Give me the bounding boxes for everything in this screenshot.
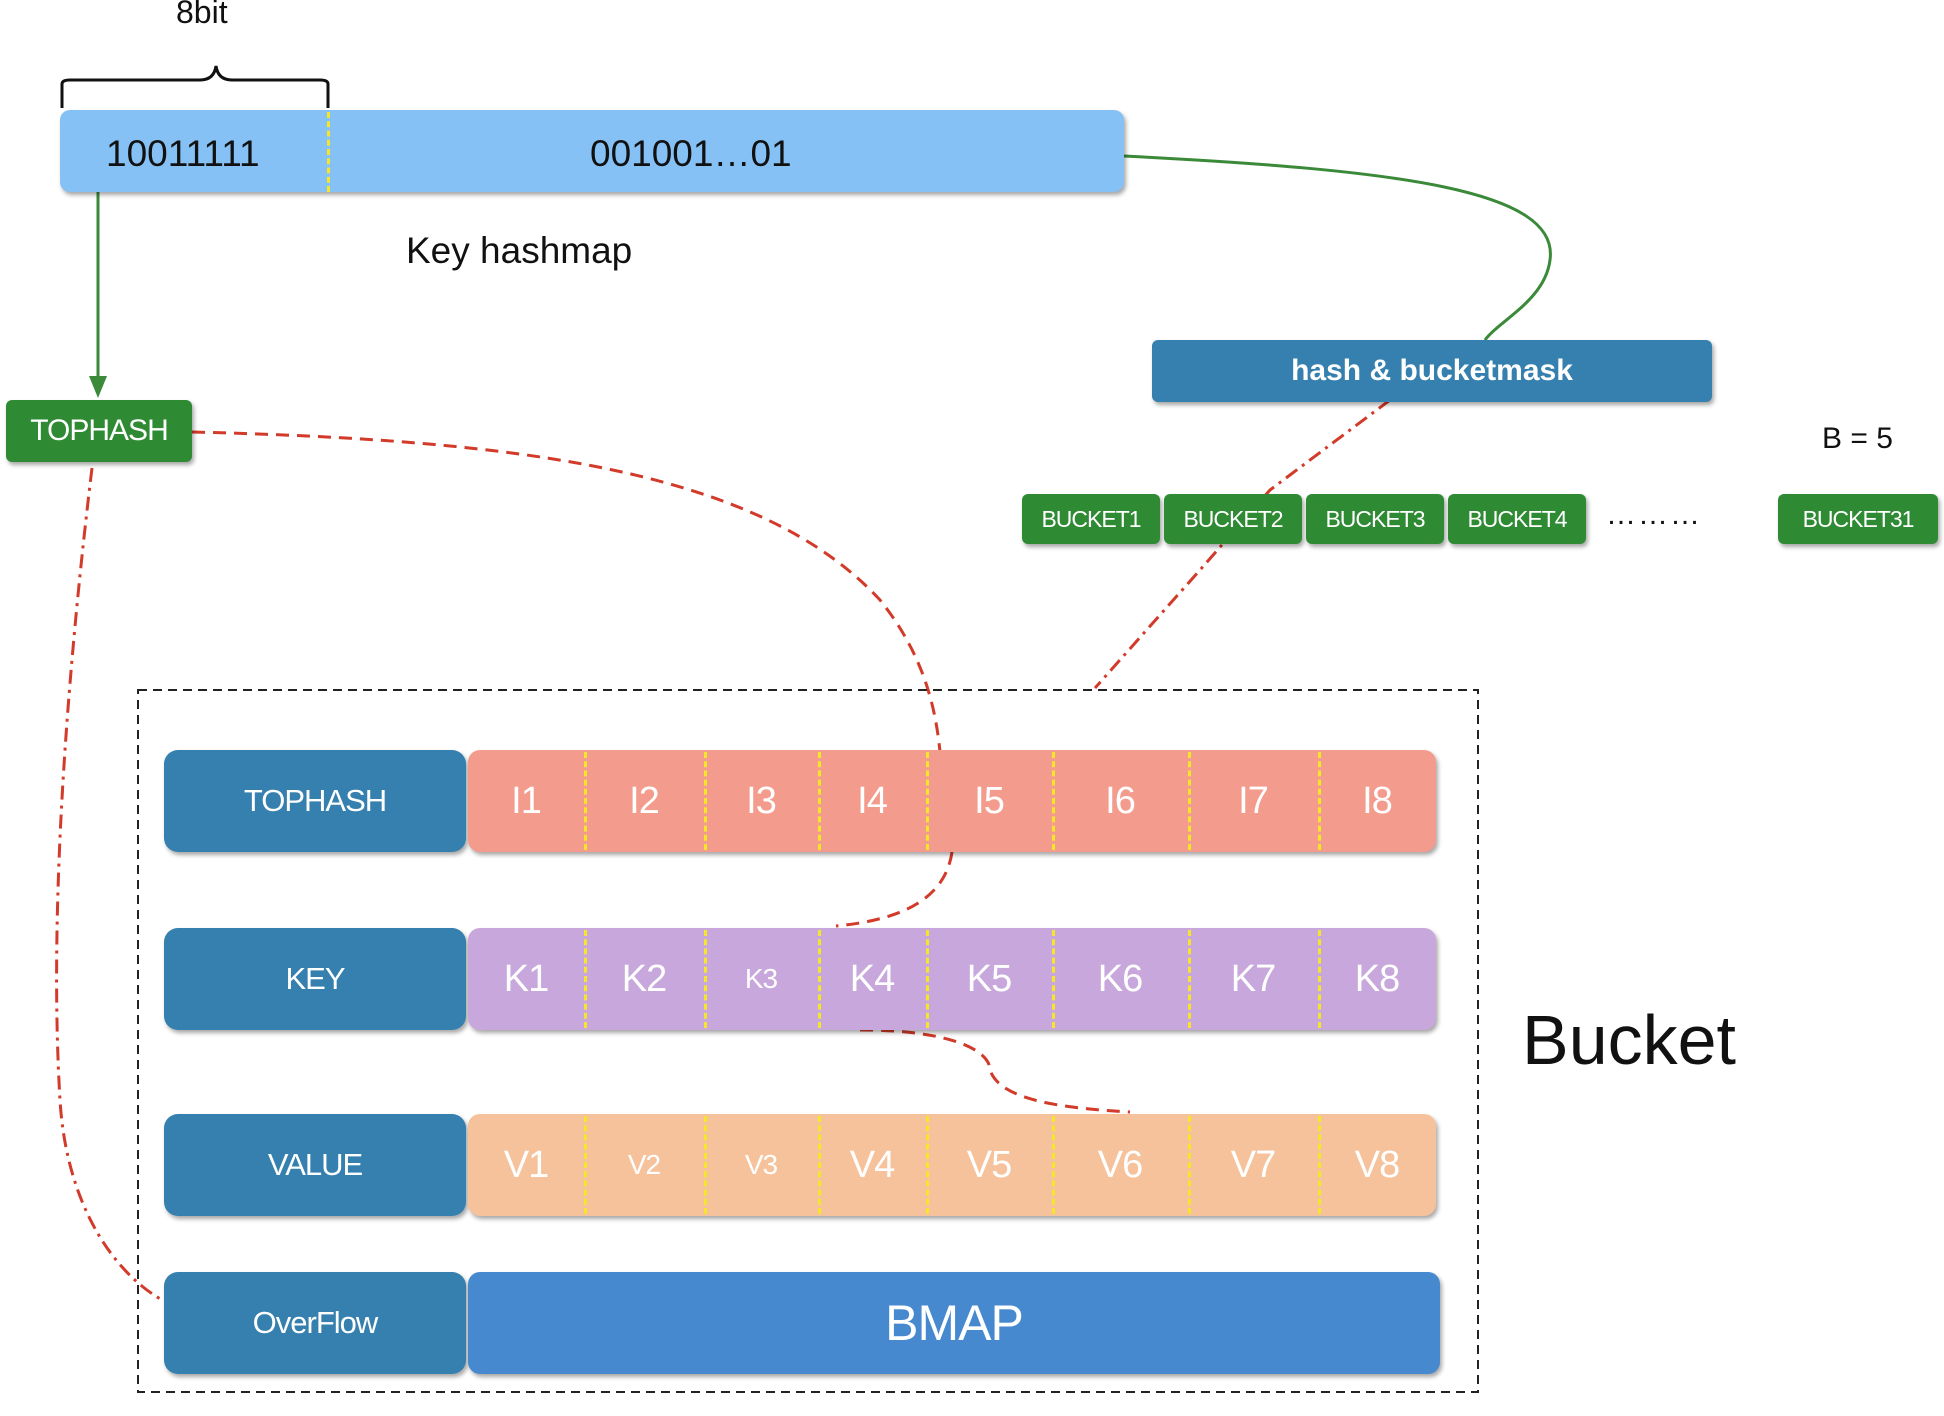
hash-bar-divider	[327, 112, 330, 192]
tophash-divider-7	[1318, 752, 1321, 850]
tophash-slot-4: I4	[857, 779, 888, 822]
hash-top-bits: 10011111	[106, 133, 260, 174]
key-slot-7: K7	[1230, 957, 1276, 1000]
tophash-divider-6	[1188, 752, 1191, 850]
row-label-tophash: TOPHASH	[164, 750, 466, 852]
key-slots	[468, 928, 1436, 1030]
value-slot-5: V5	[966, 1143, 1012, 1186]
key-slot-3: K3	[744, 963, 778, 994]
tophash-to-slot-link	[191, 430, 942, 753]
key-slot-5: K5	[966, 957, 1012, 1000]
tophash-divider-3	[818, 752, 821, 850]
row-label-overflow: OverFlow	[164, 1272, 466, 1374]
bucket-ellipsis: ………	[1606, 498, 1702, 531]
value-divider-2	[704, 1116, 707, 1214]
value-divider-3	[818, 1116, 821, 1214]
bucket-1: BUCKET1	[1022, 494, 1160, 544]
tophash-arrowhead	[89, 376, 107, 398]
bit-brace	[60, 65, 330, 108]
key-slot-2: K2	[621, 957, 667, 1000]
hash-bar	[60, 110, 1124, 192]
tophash-slot-1: I1	[511, 779, 542, 822]
value-divider-4	[926, 1116, 929, 1214]
value-slot-4: V4	[849, 1143, 895, 1186]
key-divider-3	[818, 930, 821, 1028]
key-divider-2	[704, 930, 707, 1028]
bit-width-label: 8bit	[176, 0, 228, 30]
value-slot-7: V7	[1230, 1143, 1276, 1186]
key-divider-7	[1318, 930, 1321, 1028]
tophash-slot-3: I3	[746, 779, 777, 822]
key-divider-6	[1188, 930, 1191, 1028]
bucket-2: BUCKET2	[1164, 494, 1302, 544]
slot-to-key-link	[835, 851, 954, 928]
hash-bar-caption: Key hashmap	[406, 230, 633, 271]
key-divider-1	[584, 930, 587, 1028]
hash-rest-bits: 001001…01	[590, 133, 792, 174]
bucket-label: Bucket	[1522, 1001, 1736, 1079]
mask-to-bucket-link	[1093, 398, 1391, 689]
bucket-3: BUCKET3	[1306, 494, 1444, 544]
bucket-4: BUCKET4	[1448, 494, 1586, 544]
hash-to-mask-curve	[1123, 154, 1552, 341]
value-slots	[468, 1114, 1436, 1216]
tophash-slot-6: I6	[1105, 779, 1136, 822]
tophash-divider-1	[584, 752, 587, 850]
value-divider-5	[1052, 1116, 1055, 1214]
tophash-divider-4	[926, 752, 929, 850]
tophash-slot-5: I5	[974, 779, 1005, 822]
row-label-key: KEY	[164, 928, 466, 1030]
tophash-divider-2	[704, 752, 707, 850]
tophash-slot-2: I2	[629, 779, 660, 822]
row-label-value: VALUE	[164, 1114, 466, 1216]
value-divider-6	[1188, 1116, 1191, 1214]
key-divider-5	[1052, 930, 1055, 1028]
value-slot-8: V8	[1354, 1143, 1400, 1186]
tophash-slots	[468, 750, 1436, 852]
tophash-slot-8: I8	[1362, 779, 1393, 822]
key-slot-6: K6	[1097, 957, 1143, 1000]
tophash-divider-5	[1052, 752, 1055, 850]
key-slot-4: K4	[849, 957, 895, 1000]
bucketmask-box: hash & bucketmask	[1152, 340, 1712, 402]
value-divider-1	[584, 1116, 587, 1214]
tophash-slot-7: I7	[1238, 779, 1269, 822]
value-slot-6: V6	[1097, 1143, 1143, 1186]
value-slot-1: V1	[503, 1143, 549, 1186]
bmap-box: BMAP	[468, 1272, 1440, 1374]
value-divider-7	[1318, 1116, 1321, 1214]
tophash-tag: TOPHASH	[6, 400, 192, 462]
bucket-count-label: B = 5	[1822, 422, 1893, 455]
bucket-31: BUCKET31	[1778, 494, 1938, 544]
key-slot-8: K8	[1354, 957, 1400, 1000]
tophash-to-overflow-link	[55, 467, 163, 1302]
key-slot-1: K1	[503, 957, 549, 1000]
value-slot-2: V2	[627, 1149, 661, 1180]
value-slot-3: V3	[744, 1149, 778, 1180]
key-divider-4	[926, 930, 929, 1028]
key-to-value-link	[859, 1028, 1131, 1114]
